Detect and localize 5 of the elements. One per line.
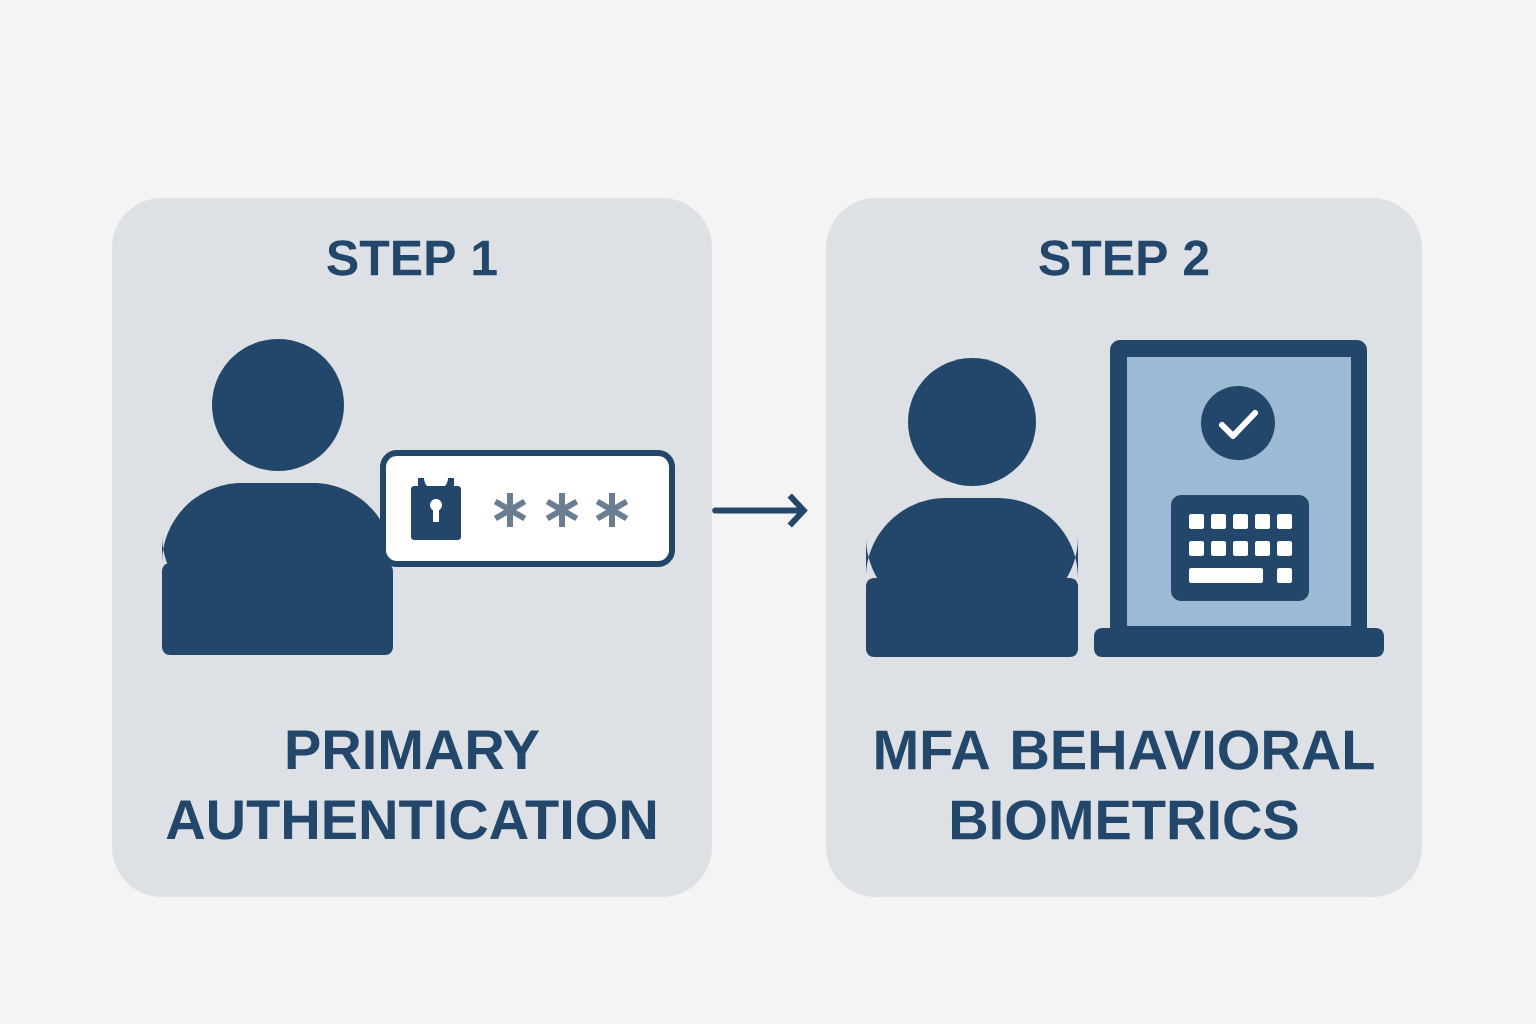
step-heading: STEP 2 <box>1039 240 1209 276</box>
step-heading: STEP 1 <box>327 240 497 276</box>
step-title: MFA BEHAVIORAL BIOMETRICS <box>876 730 1374 840</box>
arrow <box>712 493 808 528</box>
step-title: PRIMARY AUTHENTICATION <box>166 730 656 840</box>
